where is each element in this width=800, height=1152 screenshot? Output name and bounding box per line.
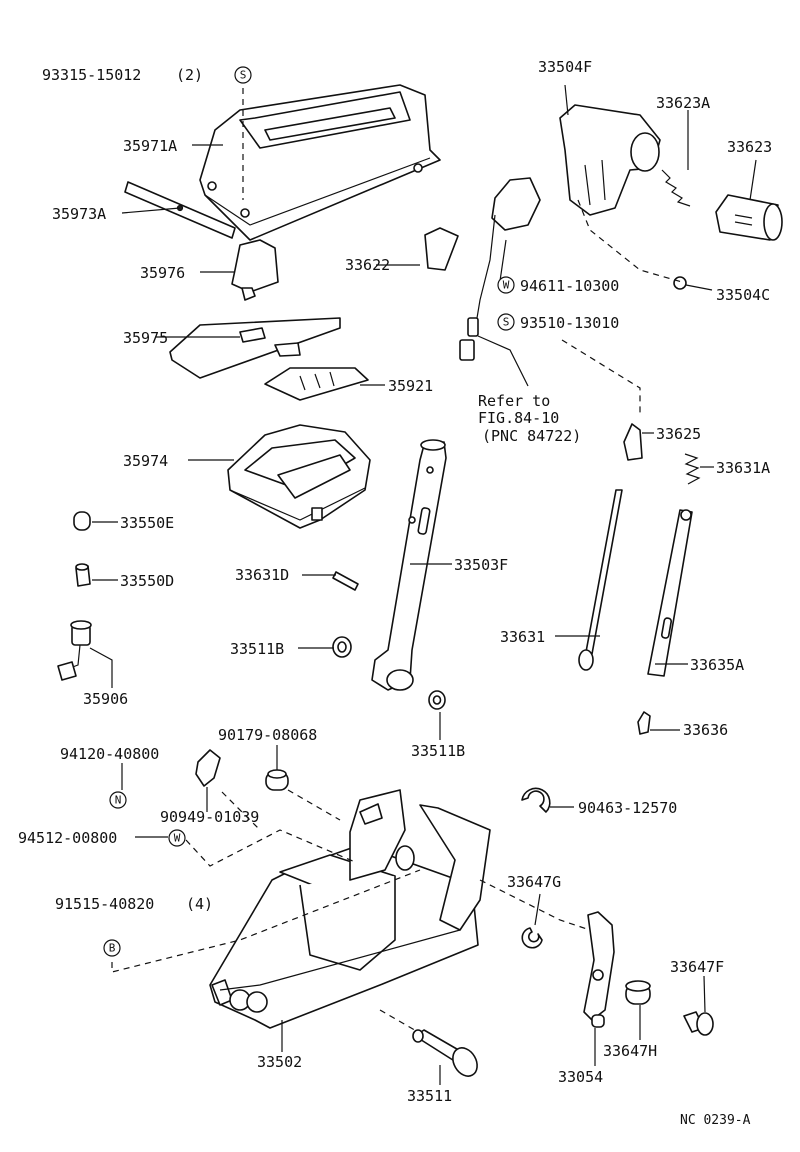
33631a-drawing [684,453,701,485]
label-33647g: 33647G [507,873,561,891]
33550d-drawing [75,563,91,587]
label-33635a: 33635A [690,656,744,674]
pin-drawing [412,1029,478,1077]
label-33550d: 33550D [120,572,174,590]
label-35975: 35975 [123,329,168,347]
label-33636: 33636 [683,721,728,739]
label-91515-qty: (4) [186,895,213,913]
marker-s-top: S [234,66,252,84]
33647h-drawing [625,980,651,1005]
switch-wire-drawing [459,177,541,361]
marker-b: B [103,939,121,957]
33550e-drawing [73,511,91,531]
label-90179-08068: 90179-08068 [218,726,317,744]
label-33622: 33622 [345,256,390,274]
label-33503f: 33503F [454,556,508,574]
leader-lines [89,84,757,1085]
label-93510-13010: 93510-13010 [520,314,619,332]
marker-n-text: N [115,794,122,807]
marker-w-94512: W [168,829,186,847]
slider-drawing [231,239,279,301]
33647g-drawing [521,927,543,949]
marker-w-94611: W [497,276,515,294]
label-33623a: 33623A [656,94,710,112]
label-33625: 33625 [656,425,701,443]
shift-lever-drawing [371,439,447,691]
33623-drawing [715,194,783,241]
label-refer-fig: FIG.84-10 [478,409,559,427]
90463-drawing [521,787,551,813]
label-33054: 33054 [558,1068,603,1086]
shift-knob-drawing [559,104,661,216]
marker-s-top-text: S [240,69,247,82]
33631-drawing [578,489,623,671]
label-33504f: 33504F [538,58,592,76]
90949-drawing [195,749,221,787]
label-93315-qty: (2) [176,66,203,84]
label-35921: 35921 [388,377,433,395]
label-93315-15012: 93315-15012 [42,66,141,84]
label-33550e: 33550E [120,514,174,532]
35906-drawing [57,620,92,681]
33636-drawing [637,711,651,735]
label-35971a: 35971A [123,137,177,155]
sheet-drawing [169,317,341,379]
marker-b-text: B [109,942,116,955]
marker-w-94512-text: W [174,832,181,845]
label-33511b-a: 33511B [230,640,284,658]
label-33631d: 33631D [235,566,289,584]
label-33647h: 33647H [603,1042,657,1060]
90179-drawing [265,769,289,791]
main-bracket-drawing [209,789,491,1029]
label-33511b-b: 33511B [411,742,465,760]
label-33502: 33502 [257,1053,302,1071]
label-33623: 33623 [727,138,772,156]
label-33647f: 33647F [670,958,724,976]
33625-drawing [623,423,643,461]
33647f-drawing [683,1011,714,1036]
label-35974: 35974 [123,452,168,470]
diagram-code: NC 0239-A [680,1113,751,1128]
label-94611-10300: 94611-10300 [520,277,619,295]
label-refer-to: Refer to [478,392,550,410]
label-90949-01039: 90949-01039 [160,808,259,826]
33504c-drawing [673,276,713,291]
label-94120-40800: 94120-40800 [60,745,159,763]
label-90463-12570: 90463-12570 [578,799,677,817]
marker-w-94611-text: W [503,279,510,292]
33622-drawing [424,227,459,271]
indicator-housing-drawing [199,84,441,241]
marker-n: N [109,791,127,809]
label-33504c: 33504C [716,286,770,304]
label-33631: 33631 [500,628,545,646]
label-35973a: 35973A [52,205,106,223]
label-35906: 35906 [83,690,128,708]
base-drawing [227,424,371,529]
33623a-drawing [661,169,691,207]
33054-drawing [583,911,615,1028]
marker-s-93510-text: S [503,316,510,329]
label-33511: 33511 [407,1087,452,1105]
label-35976: 35976 [140,264,185,282]
panel-drawing [264,367,369,401]
label-94512-00800: 94512-00800 [18,829,117,847]
33511b-a-drawing [332,636,352,658]
33635a-drawing [647,509,693,677]
33511b-b-drawing [428,690,446,710]
33631d-drawing [332,571,359,591]
label-33631a: 33631A [716,459,770,477]
label-refer-pnc: (PNC 84722) [482,427,581,445]
part-labels: 93315-15012 (2) 35971A 35973A 35976 3597… [18,58,772,1128]
label-91515-40820: 91515-40820 [55,895,154,913]
marker-s-93510: S [497,313,515,331]
